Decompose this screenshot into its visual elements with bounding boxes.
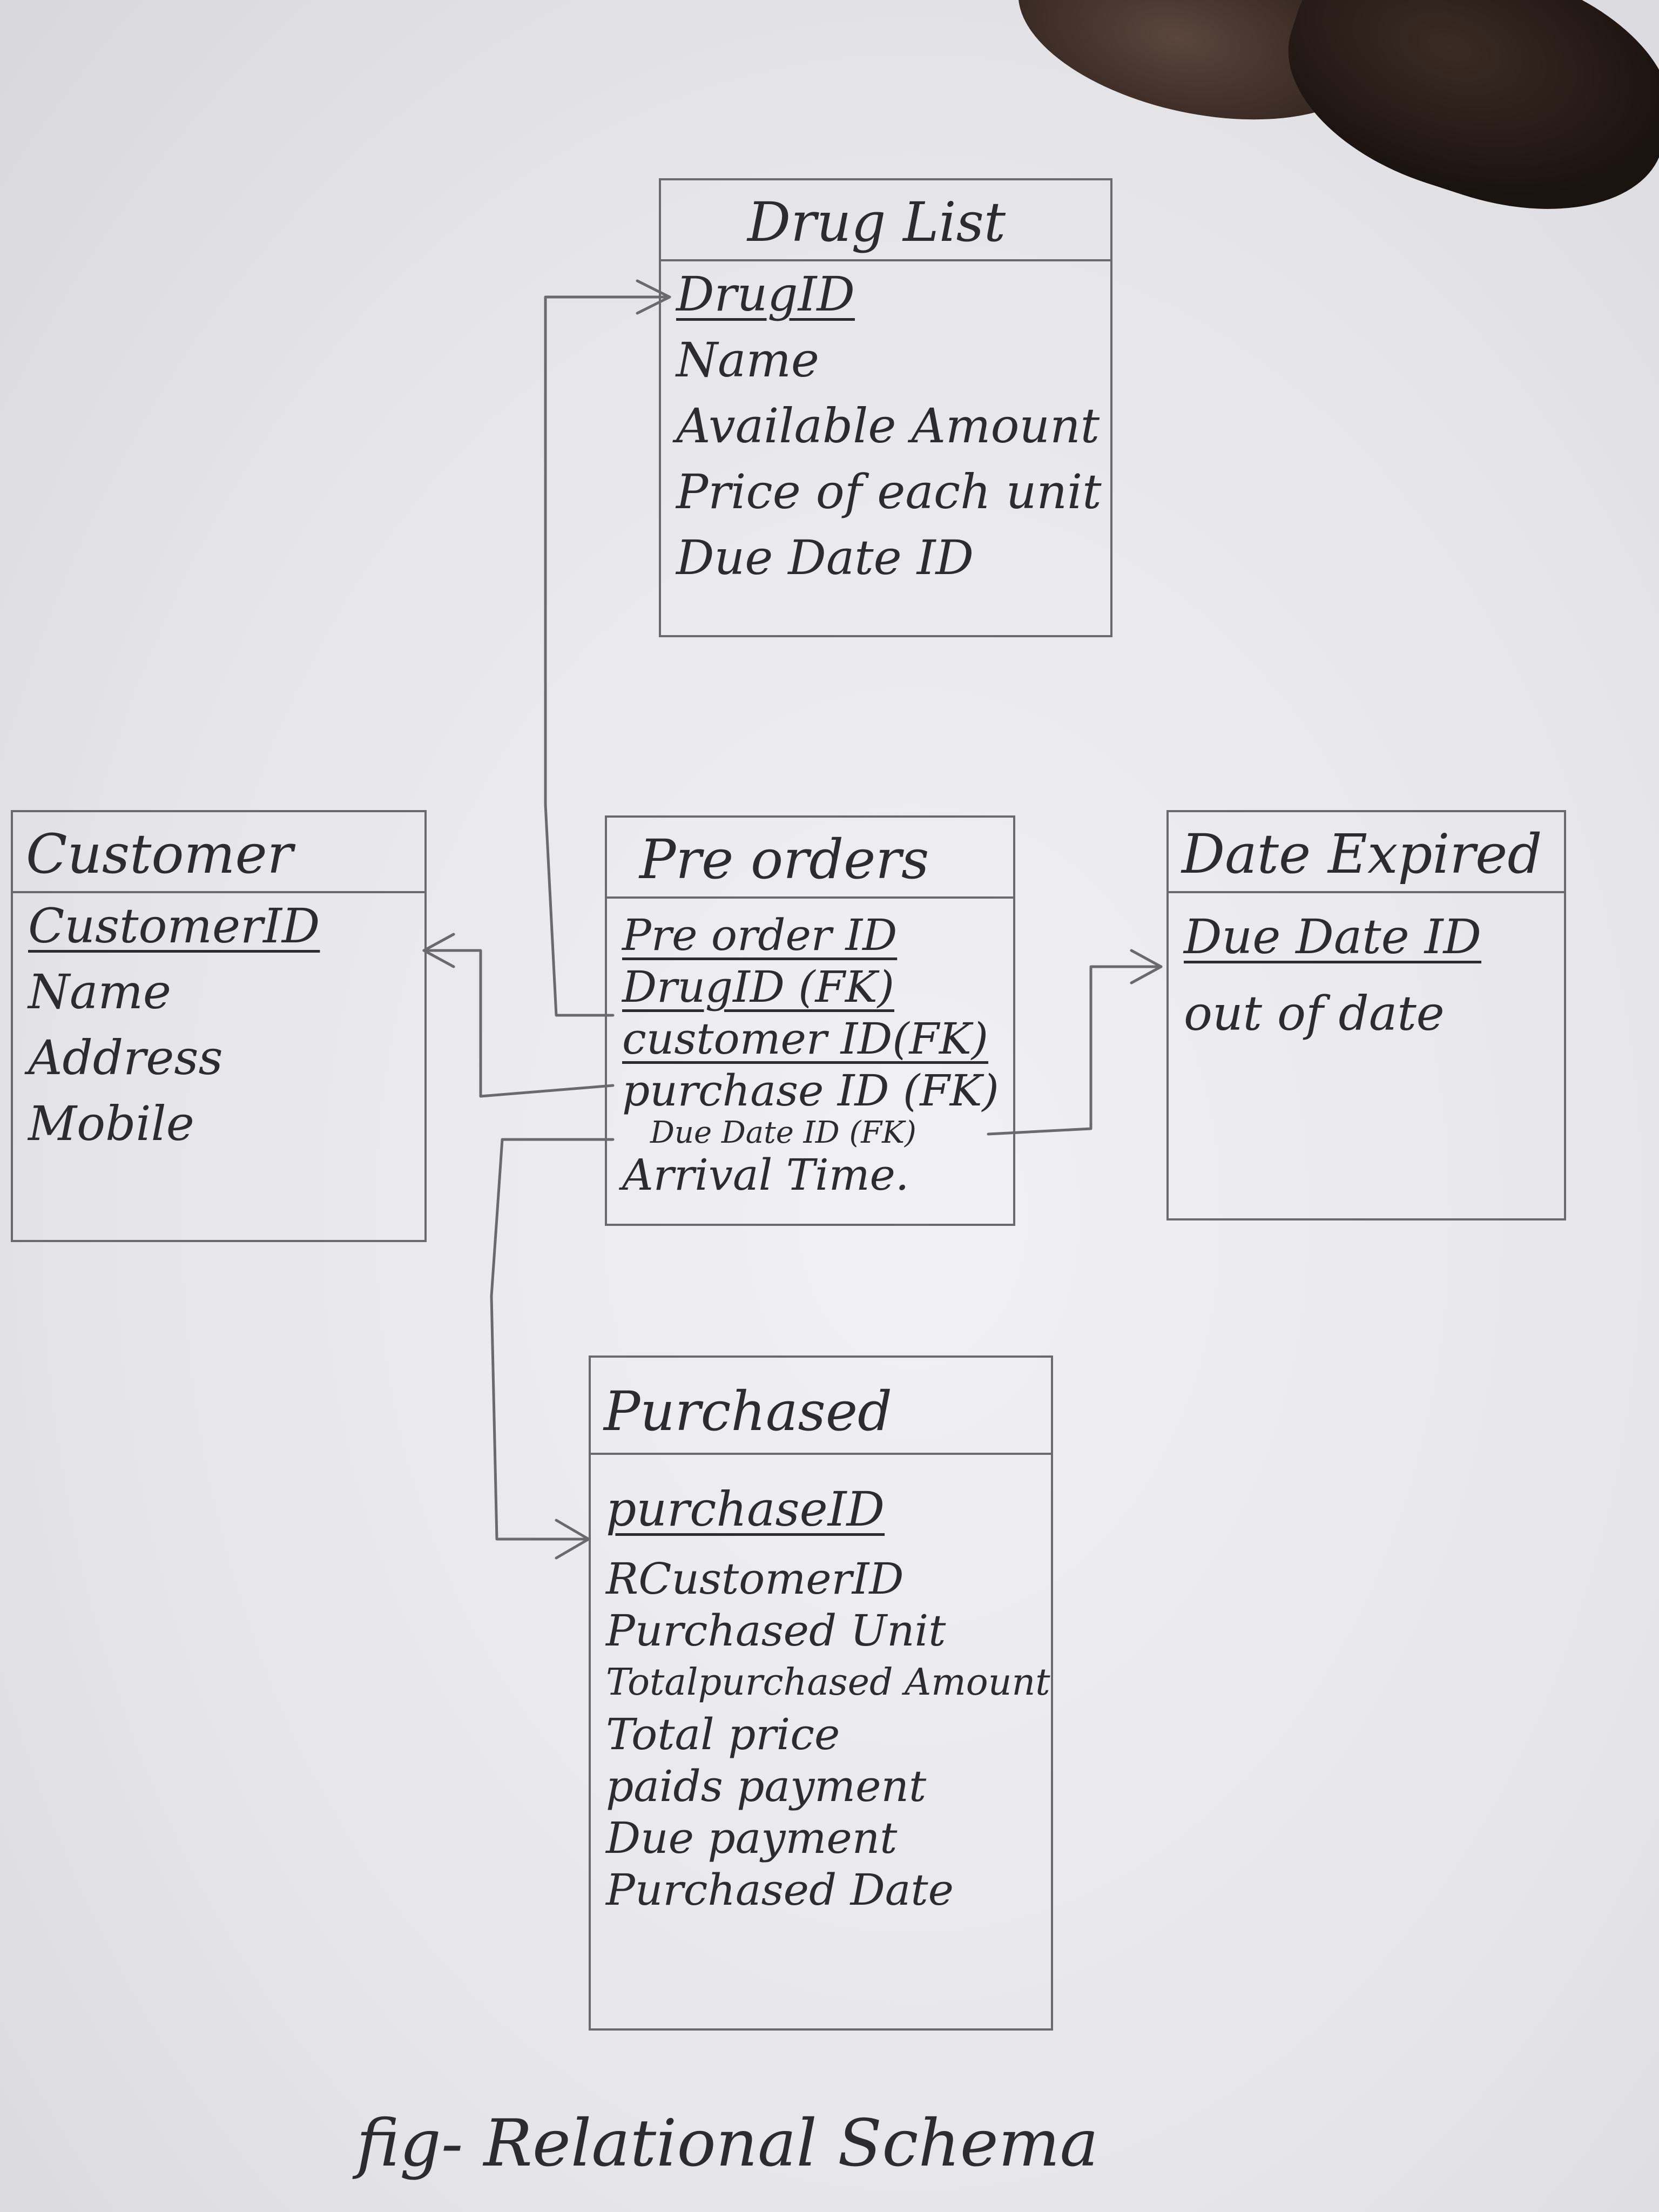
entity-title: Date Expired xyxy=(1169,812,1564,893)
attribute: Available Amount xyxy=(676,398,1100,454)
attribute: RCustomerID xyxy=(606,1554,904,1604)
link-preorders-purchased xyxy=(490,1138,615,1541)
entity-customer: Customer CustomerID Name Address Mobile xyxy=(11,810,427,1242)
attribute-primary-key: purchaseID xyxy=(606,1481,885,1537)
entity-title: Purchased xyxy=(591,1358,1051,1455)
attribute: Due payment xyxy=(606,1813,898,1863)
entity-title: Pre orders xyxy=(607,818,1013,899)
attribute: out of date xyxy=(1184,986,1445,1041)
attribute-primary-key: Due Date ID xyxy=(1184,909,1482,965)
attribute: Purchased Date xyxy=(606,1865,954,1915)
attribute-foreign-key: Due Date ID (FK) xyxy=(650,1115,916,1150)
arrowhead-customer xyxy=(422,933,455,968)
attribute: Name xyxy=(28,964,171,1020)
entity-drug-list: Drug List DrugID Name Available Amount P… xyxy=(659,178,1112,637)
attribute: Totalpurchased Amount xyxy=(606,1661,1050,1704)
entity-date-expired: Date Expired Due Date ID out of date xyxy=(1166,810,1566,1220)
link-preorders-dateexpired xyxy=(987,965,1163,1136)
attribute-foreign-key: DrugID (FK) xyxy=(622,962,894,1012)
entity-purchased: Purchased purchaseID RCustomerID Purchas… xyxy=(589,1355,1053,2031)
attribute: Address xyxy=(28,1030,223,1085)
entity-pre-orders: Pre orders Pre order ID DrugID (FK) cust… xyxy=(605,815,1015,1226)
entity-title: Drug List xyxy=(661,180,1110,261)
attribute: Due Date ID xyxy=(676,530,974,585)
attribute: Purchased Unit xyxy=(606,1606,946,1656)
attribute-foreign-key: customer ID(FK) xyxy=(622,1014,989,1064)
attribute: Mobile xyxy=(28,1096,194,1151)
link-preorders-customer xyxy=(422,949,615,1098)
attribute: Price of each unit xyxy=(676,464,1102,520)
attribute: Total price xyxy=(606,1709,840,1759)
attribute: paids payment xyxy=(606,1761,927,1811)
figure-caption: fig- Relational Schema xyxy=(356,2106,1099,2181)
attribute: Name xyxy=(676,332,819,388)
attribute-foreign-key: purchase ID (FK) xyxy=(622,1065,999,1116)
attribute: Arrival Time. xyxy=(622,1150,909,1200)
link-preorders-druglist xyxy=(544,295,671,1017)
attribute-primary-key: CustomerID xyxy=(28,898,320,954)
arrowhead-dateexpired xyxy=(1130,949,1163,984)
entity-title: Customer xyxy=(13,812,424,893)
attribute-primary-key: Pre order ID xyxy=(622,910,898,960)
attribute-primary-key: DrugID xyxy=(676,266,855,322)
arrowhead-druglist xyxy=(636,279,671,315)
